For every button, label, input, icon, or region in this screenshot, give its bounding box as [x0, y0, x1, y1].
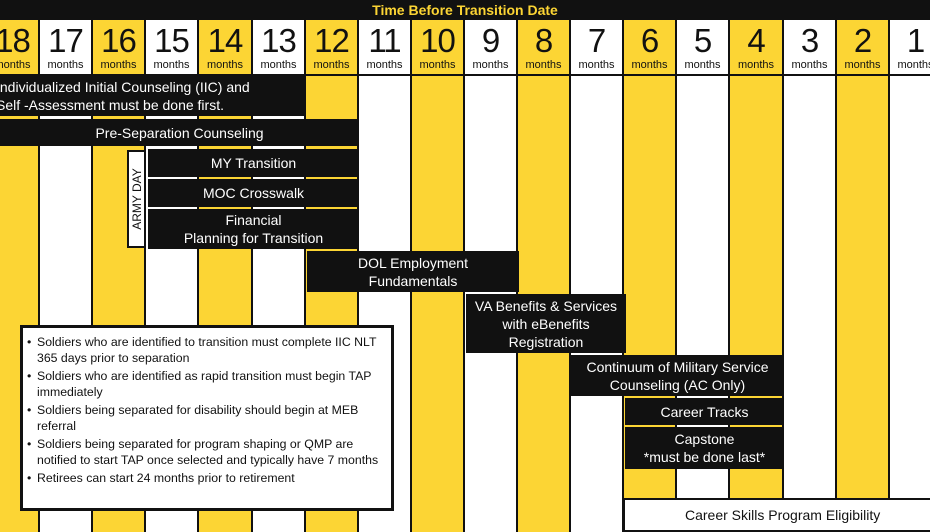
month-unit-label: months — [737, 59, 775, 71]
notes-list: Soldiers who are identified to transitio… — [27, 334, 385, 486]
va-line-1: VA Benefits & Services — [474, 297, 618, 314]
month-number: 10 — [420, 22, 456, 59]
month-unit-label: months — [844, 59, 881, 71]
month-column-8 — [518, 20, 571, 532]
note-item: Soldiers being separated for program sha… — [27, 436, 385, 468]
my-transition-block: MY Transition — [148, 149, 359, 177]
month-number: 6 — [640, 22, 659, 59]
continuum-block: Continuum of Military Service Counseling… — [571, 355, 784, 396]
note-item: Soldiers who are identified to transitio… — [27, 334, 385, 366]
month-number: 12 — [314, 22, 350, 59]
month-unit-label: months — [206, 59, 244, 71]
month-unit-label: months — [419, 59, 456, 71]
va-line-3: Registration — [508, 333, 584, 350]
dol-line-1: DOL Employment — [358, 254, 468, 271]
va-line-2: with eBenefits — [502, 315, 590, 332]
month-number: 15 — [154, 22, 190, 59]
pre-separation-label: Pre-Separation Counseling — [95, 124, 264, 141]
dol-employment-block: DOL Employment Fundamentals — [307, 251, 519, 292]
financial-line-2: Planning for Transition — [183, 230, 324, 246]
month-unit-label: months — [153, 59, 190, 71]
career-tracks-block: Career Tracks — [625, 398, 784, 425]
month-number: 18 — [0, 22, 31, 59]
month-number: 3 — [800, 22, 819, 59]
month-unit-label: months — [313, 59, 350, 71]
moc-crosswalk-block: MOC Crosswalk — [148, 179, 359, 207]
month-unit-label: months — [366, 59, 403, 71]
note-item: Soldiers who are identified as rapid tra… — [27, 368, 385, 400]
month-number: 17 — [48, 22, 84, 59]
army-day-marker: ARMY DAY — [127, 150, 146, 248]
iic-line-2: Self -Assessment must be done first. — [0, 97, 224, 113]
month-unit-label: months — [791, 59, 828, 71]
month-unit-label: months — [525, 59, 562, 71]
month-column-1 — [890, 20, 930, 532]
army-day-label: ARMY DAY — [129, 168, 144, 230]
month-number: 9 — [481, 22, 500, 59]
month-number: 5 — [693, 22, 712, 59]
capstone-block: Capstone *must be done last* — [625, 427, 784, 469]
month-column-2 — [837, 20, 890, 532]
continuum-line-1: Continuum of Military Service — [586, 358, 769, 375]
notes-box: Soldiers who are identified to transitio… — [20, 325, 394, 511]
capstone-line-1: Capstone — [674, 431, 735, 447]
month-number: 7 — [587, 22, 606, 59]
month-number: 2 — [853, 22, 872, 59]
financial-planning-block: Financial Planning for Transition — [148, 209, 359, 249]
month-unit-label: months — [47, 59, 84, 71]
month-number: 4 — [747, 22, 765, 59]
career-skills-eligibility: Career Skills Program Eligibility — [623, 498, 930, 532]
month-column-3 — [784, 20, 837, 532]
month-number: 11 — [368, 22, 401, 59]
financial-line-1: Financial — [225, 212, 282, 228]
month-number: 8 — [534, 22, 553, 59]
month-unit-label: months — [260, 59, 297, 71]
month-unit-label: months — [472, 59, 509, 71]
note-item: Soldiers being separated for disability … — [27, 402, 385, 434]
month-unit-label: months — [100, 59, 137, 71]
timeline-title: Time Before Transition Date — [0, 0, 930, 20]
continuum-line-2: Counseling (AC Only) — [609, 376, 746, 393]
month-number: 1 — [906, 22, 925, 59]
pre-separation-block: Pre-Separation Counseling — [0, 119, 359, 146]
month-column-7 — [571, 20, 624, 532]
iic-line-1: Individualized Initial Counseling (IIC) … — [0, 79, 250, 95]
month-header-18: 18months — [0, 24, 38, 74]
month-unit-label: months — [897, 59, 930, 71]
month-number: 13 — [261, 22, 297, 59]
month-number: 14 — [207, 22, 244, 59]
capstone-line-2: *must be done last* — [643, 449, 766, 465]
month-unit-label: months — [631, 59, 668, 71]
moc-crosswalk-label: MOC Crosswalk — [202, 185, 305, 201]
month-unit-label: months — [0, 59, 31, 71]
month-unit-label: months — [684, 59, 721, 71]
note-item: Retirees can start 24 months prior to re… — [27, 470, 385, 486]
dol-line-2: Fundamentals — [368, 272, 458, 289]
my-transition-label: MY Transition — [210, 155, 297, 171]
va-benefits-block: VA Benefits & Services with eBenefits Re… — [466, 294, 626, 353]
month-number: 16 — [101, 22, 137, 59]
career-tracks-label: Career Tracks — [660, 403, 749, 420]
header-divider — [0, 74, 930, 76]
iic-block: Individualized Initial Counseling (IIC) … — [0, 76, 306, 116]
month-unit-label: months — [578, 59, 615, 71]
